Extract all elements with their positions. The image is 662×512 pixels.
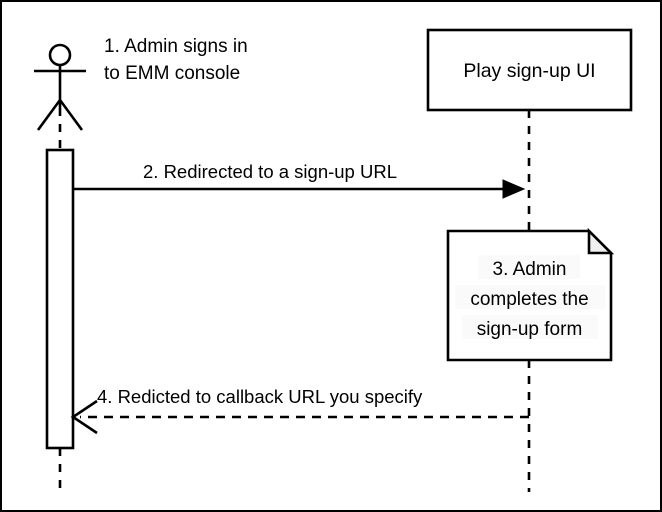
actor-label-line-2: to EMM console xyxy=(104,63,240,84)
note-3-text-halo-3 xyxy=(462,315,598,339)
participant-admin[interactable] xyxy=(34,43,86,131)
note-3-text-halo-1 xyxy=(478,255,580,279)
note-3-fold-icon xyxy=(587,227,615,255)
actor-leg-left-icon xyxy=(36,99,62,131)
participant-box-label: Play sign-up UI xyxy=(463,60,595,82)
participant-play-signup-ui[interactable]: Play sign-up UI xyxy=(426,28,633,112)
actor-head-icon xyxy=(48,43,72,67)
note-3-line-2: completes the xyxy=(470,289,588,310)
message-2-arrowhead-icon xyxy=(502,179,526,199)
message-2[interactable]: 2. Redirected to a sign-up URL xyxy=(73,161,526,199)
note-3-text-halo-2 xyxy=(455,285,605,309)
message-4-label: 4. Redicted to callback URL you specify xyxy=(97,386,423,407)
actor-label-line-1: 1. Admin signs in xyxy=(104,36,248,57)
note-3[interactable]: 3. Admin completes the sign-up form xyxy=(446,227,615,362)
message-4-arrowhead-icon xyxy=(70,399,98,435)
message-4[interactable]: 4. Redicted to callback URL you specify xyxy=(70,386,529,435)
message-2-label: 2. Redirected to a sign-up URL xyxy=(143,161,397,182)
note-3-line-3: sign-up form xyxy=(477,319,583,340)
activation-bar-admin xyxy=(45,148,75,450)
actor-leg-right-icon xyxy=(58,99,84,131)
note-3-line-1: 3. Admin xyxy=(493,259,567,280)
